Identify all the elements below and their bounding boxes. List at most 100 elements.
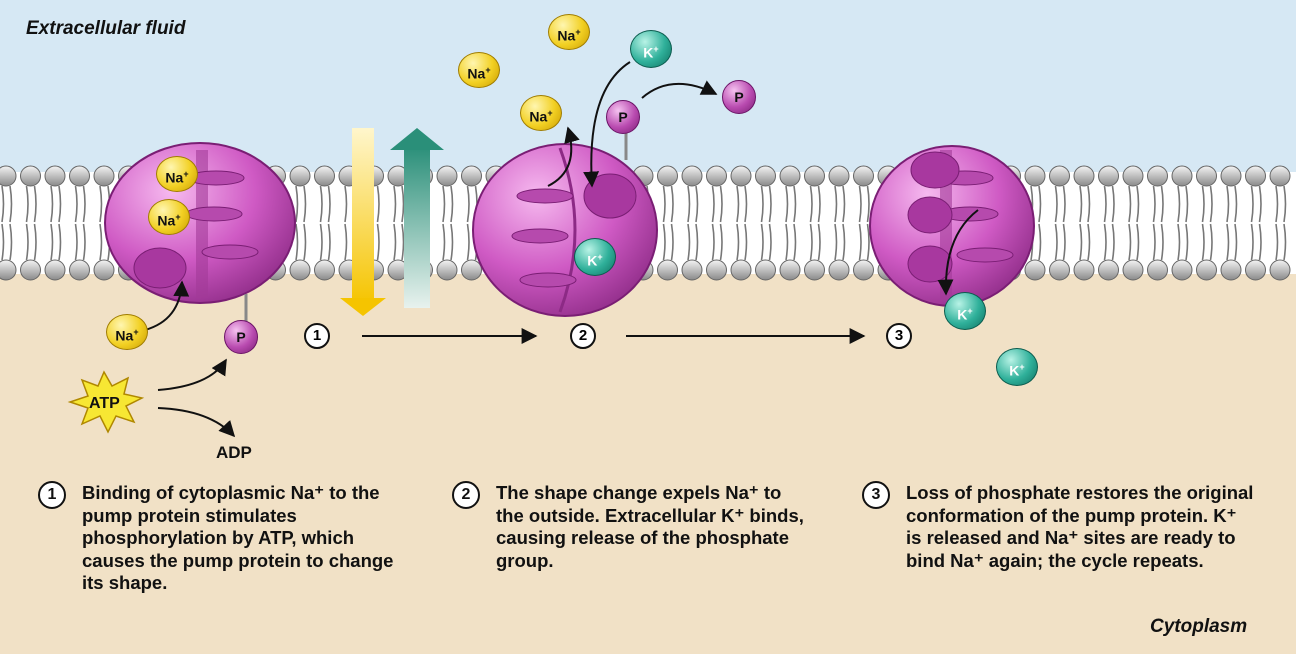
phospholipid-tail bbox=[1226, 223, 1230, 261]
phosphate-group: P bbox=[722, 80, 756, 114]
phospholipid-tail bbox=[376, 223, 380, 261]
cytoplasm-label: Cytoplasm bbox=[1150, 616, 1248, 637]
phospholipid-tail bbox=[1, 185, 5, 223]
phospholipid-tail bbox=[1283, 185, 1287, 223]
phospholipid-tail bbox=[817, 223, 821, 261]
phospholipid-tail bbox=[1160, 223, 1164, 261]
phospholipid-tail bbox=[25, 185, 29, 223]
phospholipid-tail bbox=[1185, 185, 1189, 223]
phospholipid-tail bbox=[1234, 185, 1238, 223]
phospholipid-head bbox=[853, 165, 874, 187]
phospholipid-tail bbox=[1111, 185, 1115, 223]
phospholipid-tail bbox=[1079, 223, 1083, 261]
step-3-text: Loss of phosphate restores the original … bbox=[906, 482, 1254, 571]
phospholipid-head bbox=[1098, 259, 1119, 281]
phospholipid-tail bbox=[744, 185, 748, 223]
phosphate-release-arrow bbox=[641, 80, 718, 99]
phospholipid-head bbox=[1220, 259, 1242, 281]
phospholipid-tail bbox=[74, 185, 78, 223]
phospholipid-tail bbox=[344, 223, 348, 261]
phospholipid-head bbox=[93, 165, 115, 187]
phospholipid-tail bbox=[662, 185, 666, 223]
phospholipid-tail bbox=[1250, 223, 1254, 261]
step-2-description: 2 The shape change expels Na⁺ to the out… bbox=[452, 481, 806, 572]
phosphate-group: P bbox=[224, 320, 258, 354]
step-marker-1: 1 bbox=[304, 323, 330, 349]
phospholipid-head bbox=[69, 259, 90, 281]
phospholipid-tail bbox=[1128, 223, 1132, 261]
phospholipid-head bbox=[20, 259, 41, 281]
phospholipid-tail bbox=[327, 185, 331, 223]
step-marker-3: 3 bbox=[886, 323, 912, 349]
phospholipid-tail bbox=[82, 185, 86, 223]
phospholipid-head bbox=[1073, 259, 1095, 281]
sodium-ion: Na+ bbox=[458, 52, 500, 88]
phospholipid-head bbox=[0, 259, 17, 281]
phospholipid-head bbox=[44, 259, 66, 281]
phospholipid-head bbox=[657, 259, 678, 281]
phospholipid-head bbox=[1073, 165, 1095, 187]
phospholipid-head bbox=[828, 259, 850, 281]
potassium-ion: K+ bbox=[996, 348, 1038, 386]
phospholipid-tail bbox=[695, 223, 699, 261]
phospholipid-head bbox=[1196, 259, 1217, 281]
phospholipid-head bbox=[314, 259, 335, 281]
phospholipid-tail bbox=[662, 223, 666, 261]
phospholipid-tail bbox=[866, 223, 870, 261]
phospholipid-tail bbox=[1, 223, 5, 261]
phospholipid-tail bbox=[1258, 185, 1262, 223]
phospholipid-tail bbox=[834, 185, 838, 223]
phospholipid-tail bbox=[393, 185, 397, 223]
phospholipid-tail bbox=[1177, 223, 1181, 261]
phospholipid-tail bbox=[1111, 223, 1115, 261]
atp-to-adp-arrow bbox=[157, 407, 236, 438]
phospholipid-tail bbox=[809, 185, 813, 223]
step-2-text: The shape change expels Na⁺ to the outsi… bbox=[496, 482, 804, 571]
phospholipid-tail bbox=[834, 223, 838, 261]
phospholipid-head bbox=[1049, 165, 1070, 187]
phospholipid-tail bbox=[1234, 223, 1238, 261]
phospholipid-tail bbox=[376, 185, 380, 223]
phospholipid-tail bbox=[736, 223, 740, 261]
phospholipid-tail bbox=[33, 185, 37, 223]
phospholipid-tail bbox=[58, 185, 62, 223]
phospholipid-tail bbox=[809, 223, 813, 261]
phospholipid-tail bbox=[670, 223, 674, 261]
phospholipid-tail bbox=[1283, 223, 1287, 261]
sodium-ion: Na+ bbox=[106, 314, 148, 350]
phospholipid-tail bbox=[303, 185, 307, 223]
cytoplasm-region bbox=[0, 274, 1296, 654]
phospholipid-tail bbox=[99, 223, 103, 261]
phospholipid-tail bbox=[9, 223, 13, 261]
phospholipid-tail bbox=[842, 223, 846, 261]
phospholipid-tail bbox=[1087, 223, 1091, 261]
step-marker-2: 2 bbox=[570, 323, 596, 349]
phospholipid-tail bbox=[687, 223, 691, 261]
phospholipid-head bbox=[804, 165, 825, 187]
phospholipid-tail bbox=[858, 223, 862, 261]
phospholipid-tail bbox=[1087, 185, 1091, 223]
phospholipid-tail bbox=[760, 185, 764, 223]
phospholipid-tail bbox=[344, 185, 348, 223]
phospholipid-tail bbox=[711, 223, 715, 261]
phospholipid-tail bbox=[1201, 223, 1205, 261]
pump-protein-3 bbox=[869, 145, 1035, 307]
na-expel-arrow bbox=[547, 126, 580, 187]
phospholipid-head bbox=[1269, 165, 1291, 187]
phospholipid-head bbox=[436, 165, 458, 187]
extracellular-fluid-label: Extracellular fluid bbox=[26, 18, 186, 39]
phospholipid-tail bbox=[858, 185, 862, 223]
phospholipid-head bbox=[1269, 259, 1291, 281]
step-1-text: Binding of cytoplasmic Na⁺ to the pump p… bbox=[82, 482, 394, 593]
phospholipid-tail bbox=[1258, 223, 1262, 261]
phospholipid-head bbox=[755, 259, 776, 281]
phospholipid-head bbox=[779, 165, 801, 187]
phospholipid-tail bbox=[1209, 185, 1213, 223]
phospholipid-head bbox=[93, 259, 115, 281]
sodium-ion: Na+ bbox=[156, 156, 198, 192]
sodium-ion: Na+ bbox=[520, 95, 562, 131]
phospholipid-tail bbox=[768, 223, 772, 261]
phospholipid-tail bbox=[1209, 223, 1213, 261]
k-binding-arrow bbox=[583, 61, 631, 188]
phospholipid-tail bbox=[1177, 185, 1181, 223]
